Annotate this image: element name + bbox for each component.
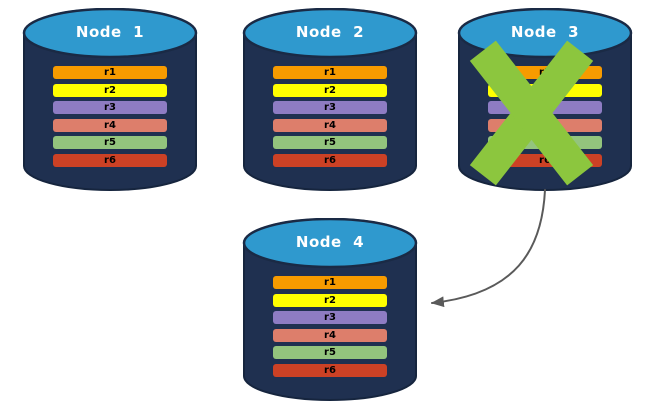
replica-bar: r1 <box>273 66 387 79</box>
arrow-curve <box>430 189 546 308</box>
replica-list: r1 r2 r3 r4 r5 r6 <box>488 66 602 171</box>
replica-list: r1 r2 r3 r4 r5 r6 <box>273 66 387 171</box>
replica-bar: r6 <box>273 153 387 167</box>
replica-bar: r2 <box>488 83 602 97</box>
node-title: Node 3 <box>510 23 580 41</box>
replica-bar: r2 <box>273 83 387 97</box>
cylinder-top <box>242 8 418 59</box>
replica-label: r4 <box>324 119 336 131</box>
replica-label: r6 <box>539 154 551 166</box>
node-title: Node 1 <box>75 23 145 41</box>
replica-label: r3 <box>539 102 551 113</box>
replica-bar: r6 <box>53 153 167 167</box>
replica-label: r2 <box>324 84 336 96</box>
replica-bar: r5 <box>273 346 387 359</box>
node-3: Node 3 r1 r2 r3 r4 r5 r6 <box>457 8 633 192</box>
node-4: Node 4 r1 r2 r3 r4 r5 r6 <box>242 218 418 402</box>
replica-bar: r5 <box>53 136 167 149</box>
replica-label: r6 <box>104 154 116 166</box>
replica-label: r5 <box>539 137 551 148</box>
replica-label: r3 <box>104 102 116 113</box>
replica-bar: r3 <box>273 311 387 324</box>
replica-label: r6 <box>324 364 336 376</box>
replica-list: r1 r2 r3 r4 r5 r6 <box>273 276 387 381</box>
replica-bar: r6 <box>488 153 602 167</box>
replica-bar: r1 <box>488 66 602 79</box>
replica-label: r2 <box>539 84 551 96</box>
replica-label: r1 <box>539 67 551 78</box>
replica-list: r1 r2 r3 r4 r5 r6 <box>53 66 167 171</box>
node-title: Node 4 <box>295 233 365 251</box>
replica-label: r5 <box>104 137 116 148</box>
replica-label: r3 <box>324 102 336 113</box>
replica-bar: r5 <box>488 136 602 149</box>
replica-bar: r2 <box>53 83 167 97</box>
replica-label: r4 <box>104 119 116 131</box>
replica-label: r4 <box>324 329 336 341</box>
replica-label: r2 <box>104 84 116 96</box>
replica-bar: r4 <box>488 118 602 132</box>
replica-label: r4 <box>539 119 551 131</box>
cylinder-top <box>22 8 198 59</box>
node-1: Node 1 r1 r2 r3 r4 r5 r6 <box>22 8 198 192</box>
node-title: Node 2 <box>295 23 365 41</box>
replica-bar: r1 <box>53 66 167 79</box>
replica-bar: r5 <box>273 136 387 149</box>
replica-bar: r3 <box>488 101 602 114</box>
replica-label: r1 <box>104 67 116 78</box>
replica-bar: r1 <box>273 276 387 289</box>
cylinder-top <box>242 218 418 269</box>
replica-bar: r3 <box>53 101 167 114</box>
replica-bar: r3 <box>273 101 387 114</box>
replica-label: r1 <box>324 277 336 288</box>
replica-bar: r4 <box>273 328 387 342</box>
replica-label: r2 <box>324 294 336 306</box>
node-2: Node 2 r1 r2 r3 r4 r5 r6 <box>242 8 418 192</box>
replica-bar: r2 <box>273 293 387 307</box>
replica-label: r3 <box>324 312 336 323</box>
replica-bar: r6 <box>273 363 387 377</box>
replica-label: r6 <box>324 154 336 166</box>
replica-label: r5 <box>324 347 336 358</box>
replica-label: r1 <box>324 67 336 78</box>
replica-bar: r4 <box>53 118 167 132</box>
replica-label: r5 <box>324 137 336 148</box>
replica-bar: r4 <box>273 118 387 132</box>
